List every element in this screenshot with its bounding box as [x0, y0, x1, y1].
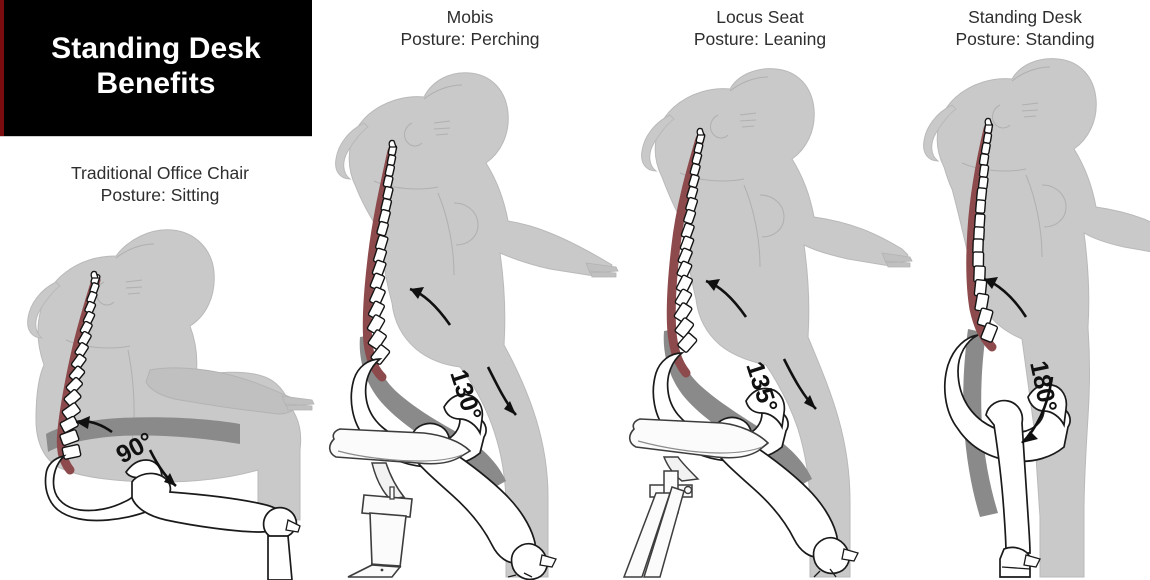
panel-title-locus: Locus Seat	[716, 7, 804, 27]
silhouette-sitting	[27, 229, 315, 521]
spine-sitting	[56, 270, 101, 475]
panel-title-standing: Standing Desk	[968, 7, 1082, 27]
panel-title-chair: Traditional Office Chair	[71, 163, 249, 183]
title-line-1: Standing Desk	[51, 32, 261, 66]
spine-perching	[362, 139, 398, 382]
silhouette-perching	[335, 72, 619, 578]
silhouette-standing	[923, 58, 1150, 578]
title-line-2: Benefits	[96, 67, 216, 100]
panel-standing-desk: Standing Desk Posture: Standing	[900, 0, 1150, 578]
panel-mobis: Mobis Posture: Perching	[320, 0, 620, 580]
mobis-stool	[328, 428, 472, 578]
caption-traditional-office-chair: Traditional Office Chair Posture: Sittin…	[0, 162, 320, 207]
caption-standing-desk: Standing Desk Posture: Standing	[900, 6, 1150, 51]
pelvis-and-leg-bones-standing	[943, 334, 1071, 578]
panel-posture-standing: Posture: Standing	[955, 29, 1095, 50]
caption-locus-seat: Locus Seat Posture: Leaning	[620, 6, 900, 51]
page-title: Standing Desk Benefits	[45, 32, 271, 104]
panel-posture-mobis: Posture: Perching	[400, 29, 540, 50]
panel-title-mobis: Mobis	[446, 7, 494, 27]
panel-posture-chair: Posture: Sitting	[100, 185, 220, 206]
locus-seat	[622, 418, 770, 578]
pelvis-and-leg-bones-sitting	[44, 454, 301, 580]
spine-standing	[966, 117, 999, 352]
caption-mobis: Mobis Posture: Perching	[320, 6, 620, 51]
panel-posture-locus: Posture: Leaning	[693, 29, 827, 50]
title-block: Standing Desk Benefits	[0, 0, 312, 136]
panel-locus-seat: Locus Seat Posture: Leaning	[620, 0, 913, 578]
muscle-shadow-sitting	[46, 417, 240, 452]
panel-traditional-office-chair: Traditional Office Chair Posture: Sittin…	[0, 0, 320, 580]
silhouette-leaning	[641, 68, 913, 578]
spine-leaning	[666, 127, 706, 378]
